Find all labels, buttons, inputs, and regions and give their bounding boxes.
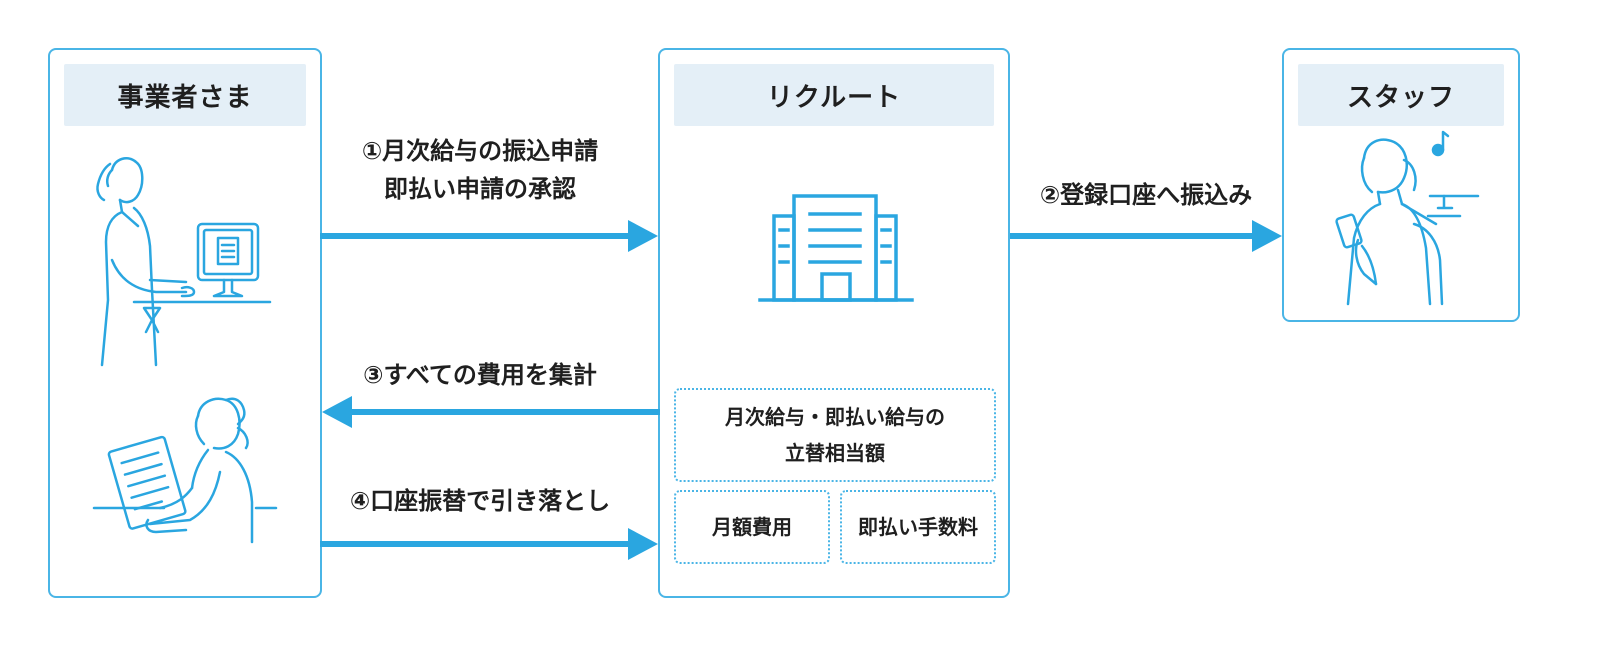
staff-panel-title: スタッフ: [1298, 64, 1504, 126]
step1-label: ①月次給与の振込申請 即払い申請の承認: [322, 132, 638, 208]
arrow-step3: [322, 396, 660, 428]
step3-text: ③すべての費用を集計: [363, 361, 597, 389]
arrow-step1: [320, 220, 658, 252]
office-building-icon: [758, 194, 914, 302]
recruit-panel: リクルート: [658, 48, 1010, 598]
step4-text: ④口座振替で引き落とし: [349, 487, 611, 515]
advance-amount-line1: 月次給与・即払い給与の: [725, 405, 945, 429]
person-at-computer-icon: [96, 157, 272, 367]
step2-label: ②登録口座へ振込み: [1010, 176, 1282, 214]
step4-label: ④口座振替で引き落とし: [322, 482, 638, 520]
step1-line2: 即払い申請の承認: [384, 175, 576, 203]
person-with-smartphone-icon: [1335, 130, 1480, 306]
business-panel-title: 事業者さま: [64, 64, 306, 126]
step1-line1: ①月次給与の振込申請: [361, 137, 599, 165]
step2-text: ②登録口座へ振込み: [1039, 181, 1253, 209]
monthly-fee-label: 月額費用: [712, 515, 792, 539]
instant-fee-box: 即払い手数料: [840, 490, 996, 564]
recruit-panel-title: リクルート: [674, 64, 994, 126]
advance-amount-box: 月次給与・即払い給与の 立替相当額: [674, 388, 996, 482]
arrow-step4: [320, 528, 658, 560]
monthly-fee-box: 月額費用: [674, 490, 830, 564]
instant-fee-label: 即払い手数料: [858, 515, 978, 539]
person-reading-document-icon: [92, 397, 278, 544]
music-note-icon: [1431, 130, 1450, 157]
step3-label: ③すべての費用を集計: [322, 356, 638, 394]
arrow-step2: [1010, 220, 1282, 252]
advance-amount-line2: 立替相当額: [785, 441, 885, 465]
